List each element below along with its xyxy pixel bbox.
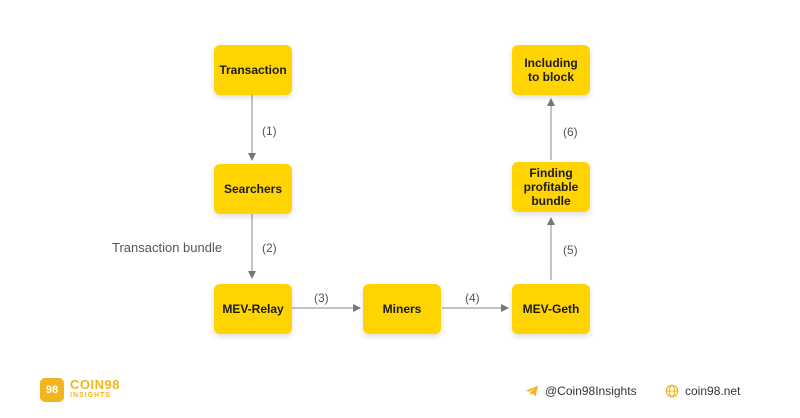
coin98-logo: 98 COIN98 INSIGHTS (40, 378, 120, 402)
step-label-2: (2) (262, 241, 277, 255)
telegram-handle[interactable]: @Coin98Insights (525, 384, 637, 398)
globe-icon (665, 384, 679, 398)
node-including-to-block: Including to block (512, 45, 590, 95)
step-label-3: (3) (314, 291, 329, 305)
website-link[interactable]: coin98.net (665, 384, 740, 398)
logo-wordmark: COIN98 (70, 377, 120, 392)
node-transaction: Transaction (214, 45, 292, 95)
node-mev-relay: MEV-Relay (214, 284, 292, 334)
step-label-4: (4) (465, 291, 480, 305)
telegram-handle-text: @Coin98Insights (545, 384, 637, 398)
logo-badge: 98 (40, 378, 64, 402)
transaction-bundle-note: Transaction bundle (112, 240, 223, 255)
website-text: coin98.net (685, 384, 741, 398)
node-searchers: Searchers (214, 164, 292, 214)
telegram-icon (525, 385, 539, 397)
logo-subtitle: INSIGHTS (70, 392, 112, 399)
step-label-1: (1) (262, 124, 277, 138)
step-label-5: (5) (563, 243, 578, 257)
node-miners: Miners (363, 284, 441, 334)
step-label-6: (6) (563, 125, 578, 139)
node-finding-profitable-bundle: Finding profitable bundle (512, 162, 590, 212)
node-mev-geth: MEV-Geth (512, 284, 590, 334)
